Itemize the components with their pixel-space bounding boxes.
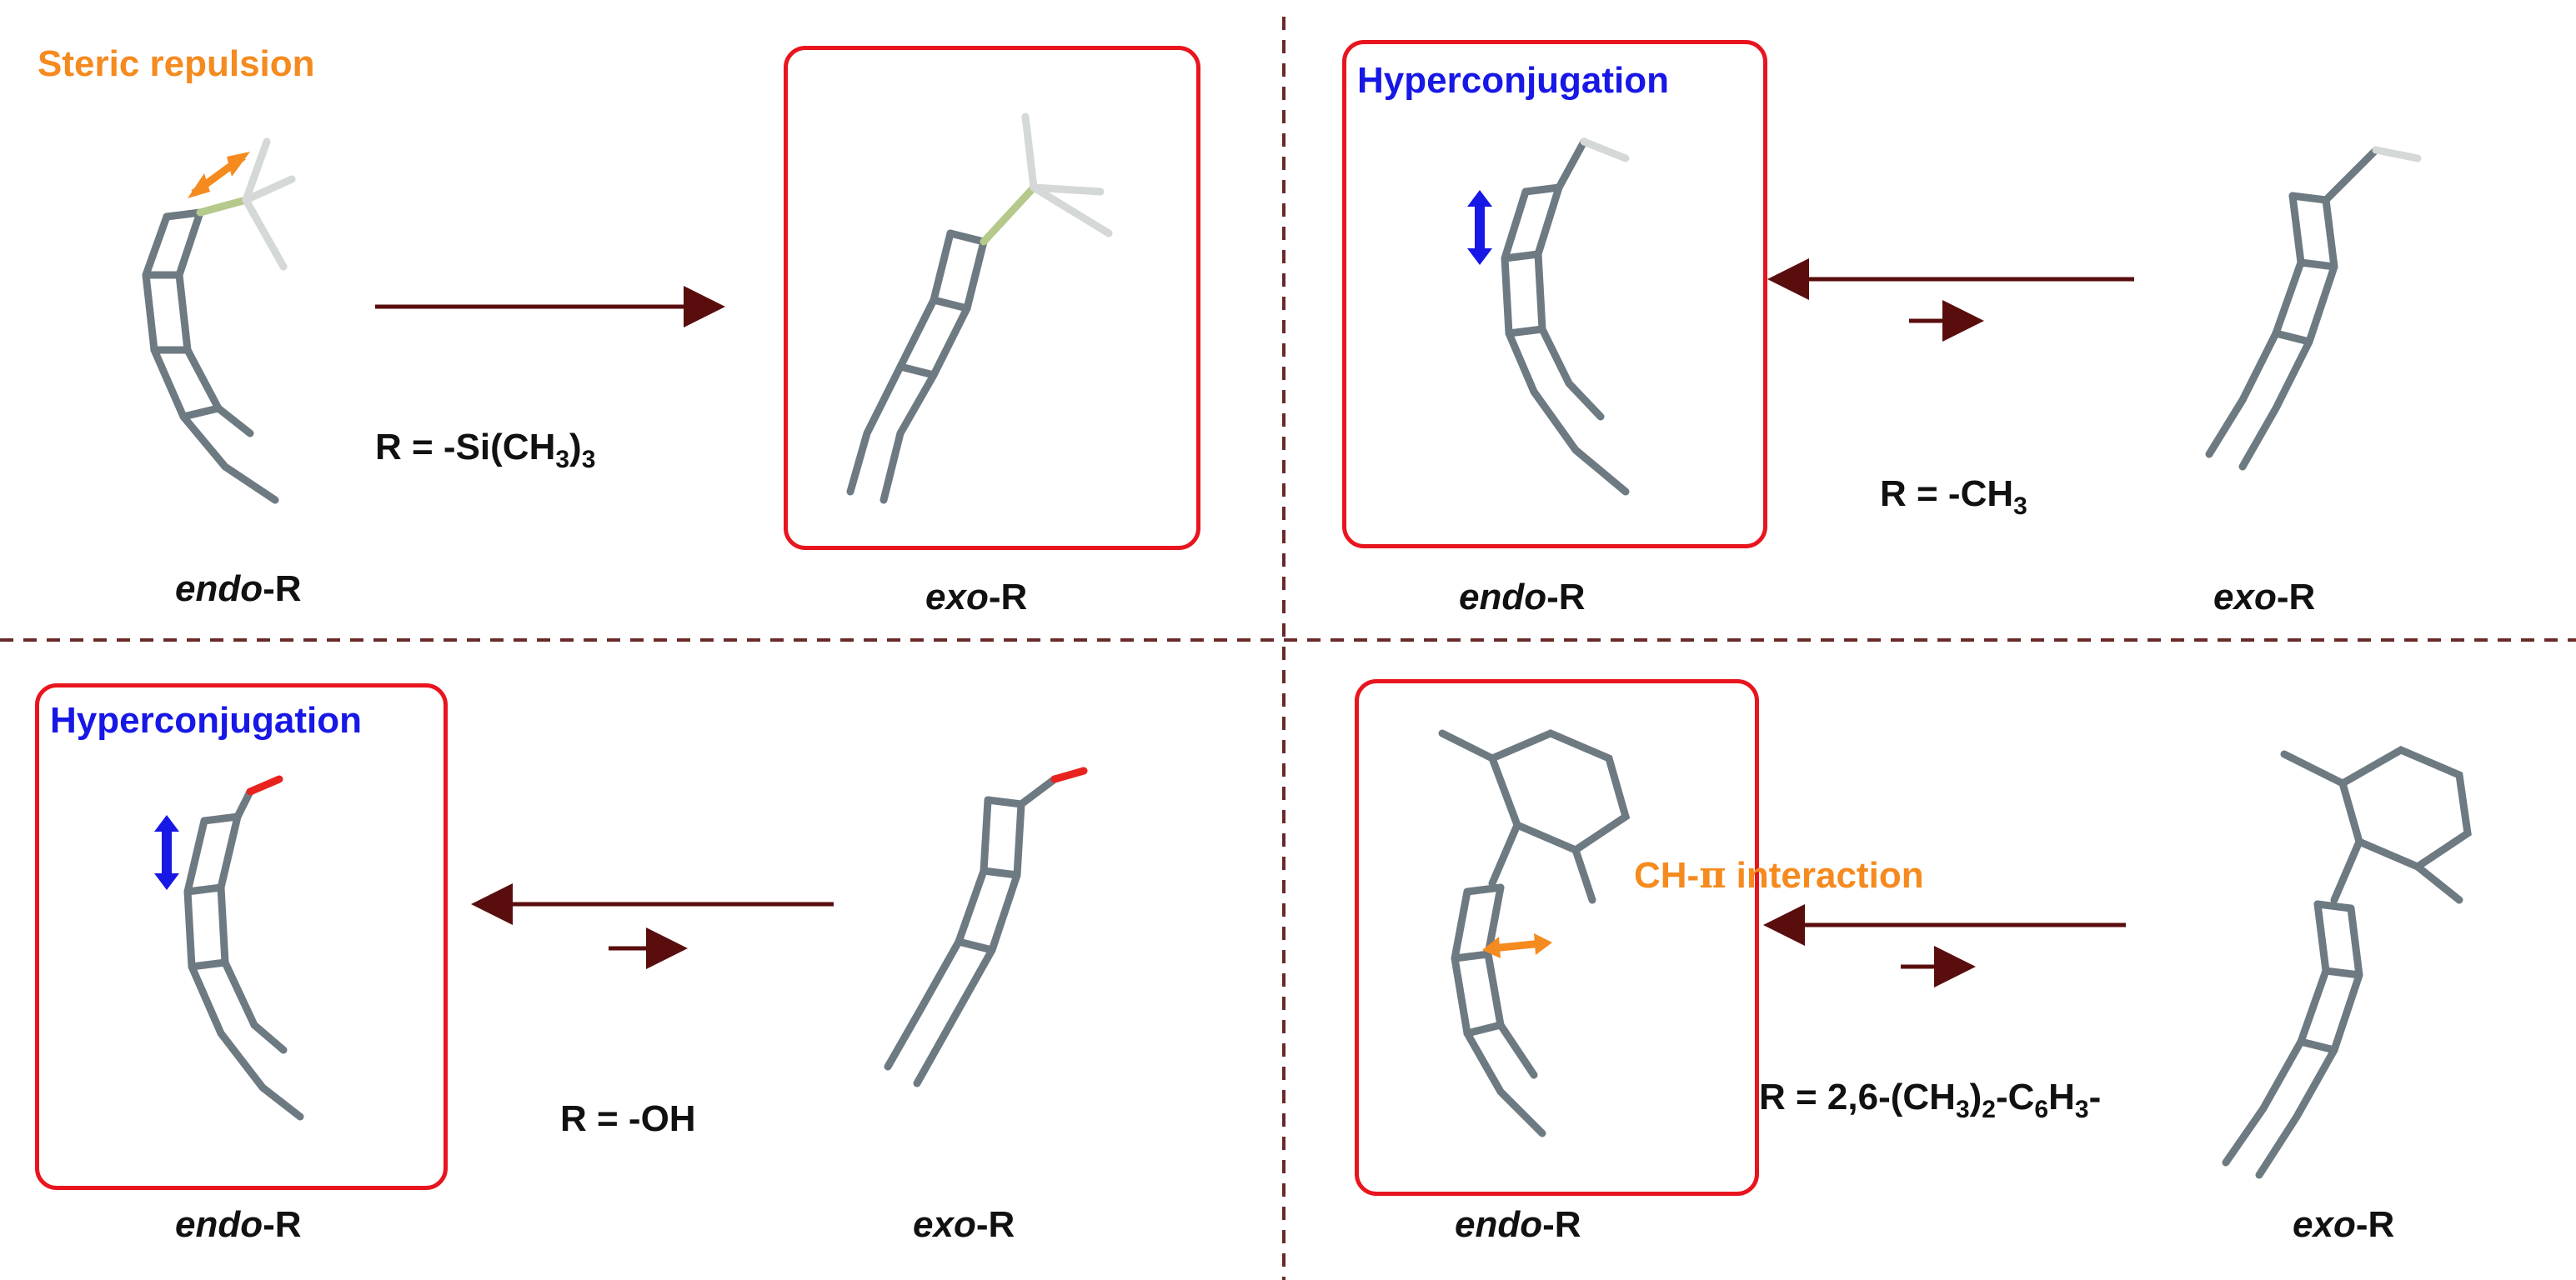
- caption-p3-right: exo-R: [913, 1204, 1015, 1246]
- r-prefix: R = -Si(CH: [375, 427, 556, 468]
- r-sub: 2: [1982, 1096, 1996, 1123]
- caption-rest: -R: [1542, 1204, 1581, 1245]
- favored-box-p3: [35, 683, 448, 1190]
- r-sub: 3: [2074, 1096, 2089, 1123]
- caption-p2-left: endo-R: [1459, 577, 1586, 618]
- r-label-p2: R = -CH3: [1880, 473, 2027, 519]
- caption-italic: exo: [2293, 1204, 2356, 1245]
- hyper-head-p3b: [154, 873, 179, 890]
- r-mid: ): [1969, 1077, 1982, 1118]
- r-mid: H: [2048, 1077, 2075, 1118]
- r-label-p3: R = -OH: [560, 1098, 696, 1140]
- r-sub: 6: [2034, 1096, 2049, 1123]
- caption-rest: -R: [2355, 1204, 2395, 1245]
- steric-arrowhead-a: [188, 173, 210, 198]
- molecule-endo-si: [142, 138, 296, 504]
- caption-rest: -R: [263, 568, 302, 609]
- caption-p4-right: exo-R: [2293, 1204, 2394, 1246]
- caption-italic: exo: [925, 577, 989, 618]
- molecule-exo-aryl: [2222, 745, 2472, 1179]
- caption-italic: endo: [1455, 1204, 1543, 1245]
- note-steric-repulsion: Steric repulsion: [38, 43, 315, 84]
- molecule-endo-aryl: [1438, 729, 1631, 1138]
- note-ch-pi-a: CH-: [1634, 855, 1700, 896]
- caption-italic: endo: [1459, 577, 1547, 618]
- r-sub: 3: [2013, 492, 2027, 520]
- note-ch-pi-b: interaction: [1726, 855, 1924, 896]
- r-mid: ): [569, 427, 582, 468]
- caption-italic: endo: [175, 568, 263, 609]
- r-sub: 3: [581, 446, 596, 473]
- caption-p1-right: exo-R: [925, 577, 1027, 618]
- r-prefix: R = -CH: [1880, 473, 2014, 514]
- note-ch-pi-symbol: π: [1699, 854, 1727, 897]
- r-mid: -C: [1995, 1077, 2035, 1118]
- note-ch-pi-interaction: CH-π interaction: [1634, 854, 1924, 897]
- caption-rest: -R: [263, 1204, 302, 1245]
- r-suffix: -: [2088, 1077, 2102, 1118]
- note-hyperconjugation-p2: Hyperconjugation: [1357, 60, 1670, 101]
- caption-italic: endo: [175, 1204, 263, 1245]
- caption-p1-left: endo-R: [175, 568, 302, 610]
- r-label-p4: R = 2,6-(CH3)2-C6H3-: [1759, 1077, 2102, 1122]
- ch-pi-arrow: [1491, 939, 1543, 952]
- caption-p4-left: endo-R: [1455, 1204, 1581, 1246]
- r-label-p1: R = -Si(CH3)3: [375, 427, 595, 472]
- molecule-exo-oh: [884, 767, 1088, 1088]
- steric-arrowhead-b: [227, 152, 250, 177]
- r-prefix: R = 2,6-(CH: [1759, 1077, 1956, 1118]
- favored-box-p4: [1355, 679, 1759, 1196]
- caption-rest: -R: [2276, 577, 2316, 618]
- caption-italic: exo: [913, 1204, 976, 1245]
- r-sub: 3: [555, 446, 570, 473]
- caption-italic: exo: [2213, 577, 2277, 618]
- molecule-endo-ch3: [1501, 138, 1630, 496]
- hyper-head-p3a: [154, 815, 179, 832]
- caption-rest: -R: [975, 1204, 1015, 1245]
- hyper-head-p2a: [1467, 190, 1492, 207]
- caption-p2-right: exo-R: [2213, 577, 2315, 618]
- favored-box-p2: [1342, 40, 1767, 548]
- caption-rest: -R: [988, 577, 1028, 618]
- molecule-exo-ch3: [2205, 146, 2422, 471]
- favored-box-p1: [784, 46, 1200, 550]
- caption-rest: -R: [1546, 577, 1586, 618]
- hyper-head-p2b: [1467, 248, 1492, 265]
- molecule-exo-si: [846, 112, 1113, 504]
- molecule-endo-oh: [183, 775, 304, 1121]
- r-sub: 3: [1955, 1096, 1970, 1123]
- note-hyperconjugation-p3: Hyperconjugation: [50, 700, 363, 741]
- r-prefix: R = -OH: [560, 1098, 696, 1139]
- ch-pi-head-a: [1482, 937, 1501, 958]
- ch-pi-head-b: [1534, 933, 1552, 955]
- caption-p3-left: endo-R: [175, 1204, 302, 1246]
